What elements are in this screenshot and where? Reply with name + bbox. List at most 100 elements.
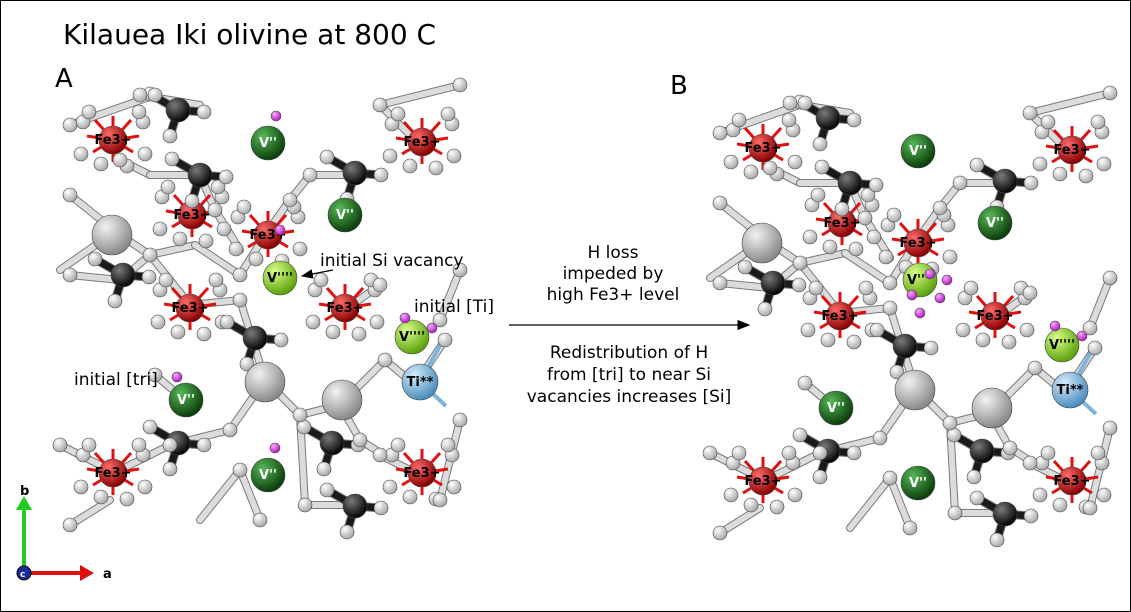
- si-vacancy-label: V'''': [267, 271, 293, 286]
- oxygen-atom: [1023, 175, 1039, 191]
- oxygen-atom: [372, 277, 388, 293]
- oxygen-atom: [196, 437, 212, 453]
- oxygen-atom: [302, 167, 318, 183]
- proton-atom: [941, 274, 953, 286]
- oxygen-atom: [1022, 455, 1038, 471]
- fe-label: Fe3+: [744, 141, 781, 156]
- proton-atom: [934, 292, 946, 304]
- oxygen-atom: [119, 491, 135, 507]
- b-axis-head: [16, 496, 32, 510]
- oxygen-atom: [812, 445, 828, 461]
- si-atom: [837, 170, 863, 196]
- bond: [842, 250, 893, 286]
- fe-atom: [1057, 135, 1087, 165]
- panel-b-structure: Fe3+Fe3+Fe3+Fe3+Fe3+Fe3+Fe3+Fe3+V''V''V'…: [702, 85, 1118, 548]
- fe-atom: [903, 228, 933, 258]
- oxygen-atom: [282, 192, 298, 208]
- oxygen-atom: [812, 136, 828, 152]
- oxygen-atom: [882, 275, 898, 291]
- oxygen-atom: [216, 221, 232, 237]
- oxygen-atom: [81, 104, 97, 120]
- oxygen-atom: [792, 255, 808, 271]
- oxygen-atom: [152, 221, 168, 237]
- oxygen-atom: [137, 479, 153, 495]
- oxygen-atom: [712, 275, 728, 291]
- oxygen-atom: [1001, 334, 1017, 350]
- mg-atom: [894, 369, 936, 411]
- oxygen-atom: [882, 300, 898, 316]
- oxygen-atom: [743, 497, 759, 513]
- oxygen-atom: [814, 159, 830, 175]
- oxygen-atom: [1022, 105, 1038, 121]
- oxygen-atom: [273, 332, 289, 348]
- oxygen-atom: [62, 517, 78, 533]
- fe-atom: [98, 458, 128, 488]
- oxygen-atom: [93, 156, 109, 172]
- proton-atom: [399, 312, 411, 324]
- proton-atom: [906, 289, 918, 301]
- proton-atom: [914, 307, 926, 319]
- proton-atom: [924, 268, 936, 280]
- oxygen-atom: [848, 241, 864, 257]
- oxygen-atom: [712, 525, 728, 541]
- bond: [847, 475, 893, 531]
- panel-a-letter: A: [55, 64, 73, 94]
- si-atom: [892, 333, 918, 359]
- oxygen-atom: [452, 262, 468, 278]
- arrow-text-bottom-1: Redistribution of H: [550, 343, 708, 363]
- oxygen-atom: [162, 461, 178, 477]
- bond: [197, 467, 243, 523]
- oxygen-atom: [860, 187, 876, 203]
- oxygen-atom: [248, 251, 264, 267]
- arrow-text-bottom-2: from [tri] to near Si: [547, 365, 711, 385]
- oxygen-atom: [196, 104, 212, 120]
- oxygen-atom: [382, 479, 398, 495]
- fe-label: Fe3+: [821, 309, 858, 324]
- oxygen-atom: [373, 167, 389, 183]
- oxygen-atom: [305, 314, 321, 330]
- si-vacancy-annotation: initial Si vacancy: [320, 251, 464, 271]
- vacancy-label: V'': [986, 216, 1004, 231]
- proton-atom: [171, 371, 183, 383]
- proton-atom: [270, 110, 282, 122]
- oxygen-atom: [1052, 166, 1068, 182]
- fe-atom: [330, 293, 360, 323]
- fe-atom: [748, 133, 778, 163]
- oxygen-atom: [184, 193, 200, 209]
- si-vacancy-label: V'''': [399, 330, 425, 345]
- oxygen-atom: [1040, 114, 1056, 130]
- oxygen-atom: [791, 277, 807, 293]
- bond: [147, 242, 198, 258]
- oxygen-atom: [797, 95, 813, 111]
- oxygen-atom: [452, 77, 468, 93]
- oxygen-atom: [782, 95, 798, 111]
- oxygen-atom: [723, 154, 739, 170]
- vacancy-atom: [168, 382, 204, 418]
- oxygen-atom: [932, 200, 948, 216]
- vacancy-label: V'': [177, 393, 195, 408]
- oxygen-atom: [93, 489, 109, 505]
- oxygen-atom: [1090, 445, 1106, 461]
- fe-label: Fe3+: [899, 236, 936, 251]
- fe-label: Fe3+: [823, 216, 860, 231]
- oxygen-atom: [147, 87, 163, 103]
- oxygen-atom: [402, 489, 418, 505]
- oxygen-atom: [1032, 156, 1048, 172]
- oxygen-atom: [164, 151, 180, 167]
- oxygen-atom: [52, 437, 68, 453]
- si-atom: [815, 105, 841, 131]
- oxygen-atom: [232, 292, 248, 308]
- oxygen-atom: [1027, 360, 1043, 376]
- oxygen-atom: [1019, 322, 1035, 338]
- fe-atom: [175, 293, 205, 323]
- vacancy-atom: [818, 390, 854, 426]
- vacancy-atom: [900, 465, 936, 501]
- oxygen-atom: [440, 106, 456, 122]
- mg-atom: [244, 361, 286, 403]
- si-atom: [342, 493, 368, 519]
- oxygen-atom: [62, 267, 78, 283]
- oxygen-atom: [440, 437, 456, 453]
- oxygen-atom: [142, 247, 158, 263]
- tri-annotation: initial [tri]: [74, 370, 158, 390]
- fe-label: Fe3+: [171, 301, 208, 316]
